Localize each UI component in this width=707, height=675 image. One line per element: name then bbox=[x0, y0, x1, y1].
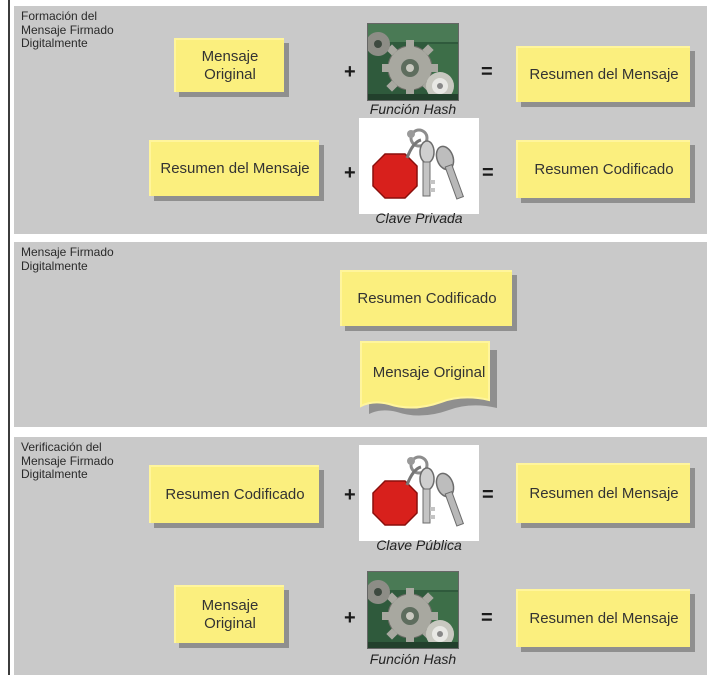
note-original-message: Mensaje Original bbox=[359, 340, 499, 418]
note-encoded-digest: Resumen Codificado bbox=[149, 465, 319, 523]
equals-sign: = bbox=[481, 61, 493, 83]
equals-sign: = bbox=[481, 607, 493, 629]
public-key-caption: Clave Pública bbox=[376, 537, 462, 553]
gears-icon bbox=[367, 23, 459, 101]
note-message-digest: Resumen del Mensaje bbox=[149, 140, 319, 196]
equals-sign: = bbox=[482, 484, 494, 506]
note-message-digest: Resumen del Mensaje bbox=[516, 463, 690, 523]
panel-signing: Formación del Mensaje Firmado Digitalmen… bbox=[14, 6, 707, 234]
panel-title: Mensaje Firmado Digitalmente bbox=[21, 245, 114, 273]
plus-sign: + bbox=[344, 61, 356, 83]
private-key-caption: Clave Privada bbox=[375, 210, 463, 226]
equals-sign: = bbox=[482, 162, 494, 184]
panel-verification: Verificación del Mensaje Firmado Digital… bbox=[14, 437, 707, 675]
keys-icon bbox=[359, 445, 479, 543]
note-original-message: Mensaje Original bbox=[174, 585, 284, 643]
plus-sign: + bbox=[344, 484, 356, 506]
note-message-digest: Resumen del Mensaje bbox=[516, 46, 690, 102]
note-encoded-digest: Resumen Codificado bbox=[340, 270, 512, 326]
gears-icon bbox=[367, 571, 459, 649]
hash-function-caption: Función Hash bbox=[369, 101, 457, 117]
panel-title: Formación del Mensaje Firmado Digitalmen… bbox=[21, 9, 114, 50]
plus-sign: + bbox=[344, 607, 356, 629]
vertical-rule bbox=[8, 0, 10, 675]
keys-icon bbox=[359, 118, 479, 216]
note-encoded-digest: Resumen Codificado bbox=[516, 140, 690, 198]
plus-sign: + bbox=[344, 162, 356, 184]
note-original-message: Mensaje Original bbox=[174, 38, 284, 92]
panel-title: Verificación del Mensaje Firmado Digital… bbox=[21, 440, 114, 481]
hash-function-caption: Función Hash bbox=[369, 651, 457, 667]
panel-signed-message: Mensaje Firmado Digitalmente Resumen Cod… bbox=[14, 242, 707, 427]
note-message-digest: Resumen del Mensaje bbox=[516, 589, 690, 647]
